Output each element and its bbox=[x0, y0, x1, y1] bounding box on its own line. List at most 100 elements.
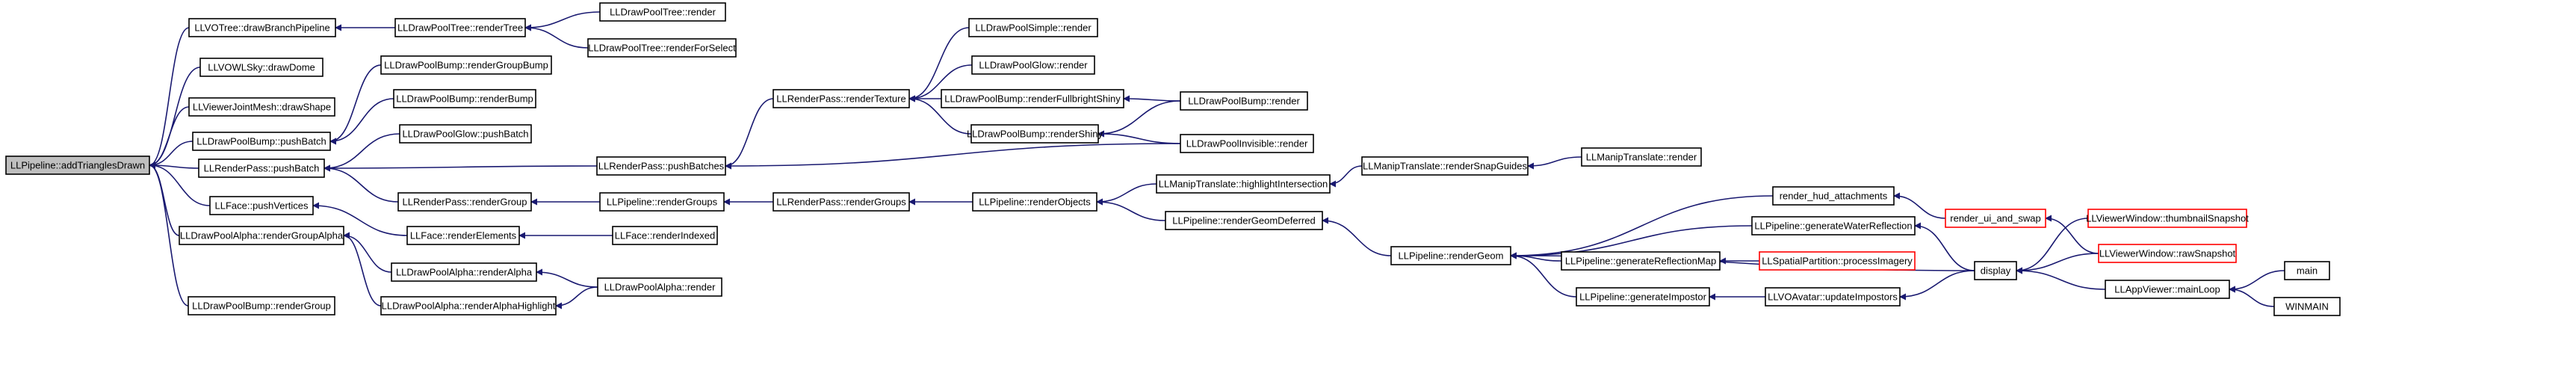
node-llspatialpartition_processimagery[interactable]: LLSpatialPartition::processImagery bbox=[1759, 251, 1916, 271]
node-lldrawpoolsimple_render[interactable]: LLDrawPoolSimple::render bbox=[968, 18, 1098, 37]
node-box[interactable] bbox=[596, 156, 726, 176]
node-box[interactable] bbox=[1772, 186, 1895, 206]
node-box[interactable] bbox=[1390, 246, 1511, 265]
node-box[interactable] bbox=[199, 58, 323, 77]
node-lldrawpoolglow_pushbatch[interactable]: LLDrawPoolGlow::pushBatch bbox=[399, 124, 532, 144]
node-box[interactable] bbox=[1581, 147, 1702, 167]
node-lldrawpoolbump_pushbatch[interactable]: LLDrawPoolBump::pushBatch bbox=[192, 132, 331, 151]
node-llpipeline_rendergeomdeferred[interactable]: LLPipeline::renderGeomDeferred bbox=[1165, 211, 1323, 230]
node-box[interactable] bbox=[587, 38, 737, 58]
node-box[interactable] bbox=[773, 192, 910, 212]
node-box[interactable] bbox=[1576, 287, 1710, 307]
node-llrenderpass_rendergroups[interactable]: LLRenderPass::renderGroups bbox=[773, 192, 910, 212]
node-box[interactable] bbox=[599, 192, 725, 212]
node-llviewerwindow_thumbnailsnapshot[interactable]: LLViewerWindow::thumbnailSnapshot bbox=[2086, 209, 2249, 228]
node-box[interactable] bbox=[406, 226, 520, 245]
node-llvotree_drawbranch[interactable]: LLVOTree::drawBranchPipeline bbox=[188, 18, 336, 37]
node-lldrawpoolalpha_renderalpha[interactable]: LLDrawPoolAlpha::renderAlpha bbox=[391, 262, 537, 282]
node-display[interactable]: display bbox=[1974, 261, 2017, 280]
node-llrenderpass_rendergroup[interactable]: LLRenderPass::renderGroup bbox=[397, 192, 532, 212]
node-box[interactable] bbox=[2105, 280, 2230, 299]
node-box[interactable] bbox=[1974, 261, 2017, 280]
node-llrenderpass_rendertexture[interactable]: LLRenderPass::renderTexture bbox=[773, 89, 910, 108]
node-llmaniptranslate_highlightintersection[interactable]: LLManipTranslate::highlightIntersection bbox=[1156, 174, 1331, 194]
node-llface_renderelements[interactable]: LLFace::renderElements bbox=[406, 226, 520, 245]
node-box[interactable] bbox=[2087, 209, 2247, 228]
node-box[interactable] bbox=[397, 192, 532, 212]
node-llmaniptranslate_rendersnapguides[interactable]: LLManipTranslate::renderSnapGuides bbox=[1361, 156, 1529, 176]
node-box[interactable] bbox=[1751, 216, 1916, 235]
node-llpipeline_rendergroups[interactable]: LLPipeline::renderGroups bbox=[599, 192, 725, 212]
node-box[interactable] bbox=[5, 155, 150, 175]
node-box[interactable] bbox=[599, 2, 726, 22]
node-lldrawpooltree_render[interactable]: LLDrawPoolTree::render bbox=[599, 2, 726, 22]
node-llface_renderindexed[interactable]: LLFace::renderIndexed bbox=[612, 226, 718, 245]
node-llvowlsky_drawdome[interactable]: LLVOWLSky::drawDome bbox=[199, 58, 323, 77]
node-box[interactable] bbox=[380, 296, 557, 315]
node-lldrawpoolinvisible_render[interactable]: LLDrawPoolInvisible::render bbox=[1180, 134, 1314, 153]
node-lldrawpoolalpha_rendergroupalpha[interactable]: LLDrawPoolAlpha::renderGroupAlpha bbox=[179, 226, 344, 245]
node-box[interactable] bbox=[380, 55, 552, 75]
node-box[interactable] bbox=[1765, 287, 1901, 307]
node-llrenderpass_pushbatch[interactable]: LLRenderPass::pushBatch bbox=[198, 158, 325, 178]
node-box[interactable] bbox=[1759, 251, 1916, 271]
node-box[interactable] bbox=[192, 132, 331, 151]
node-lldrawpoolbump_renderbump[interactable]: LLDrawPoolBump::renderBump bbox=[393, 89, 536, 108]
node-lldrawpoolbump_renderfullbrightshiny[interactable]: LLDrawPoolBump::renderFullbrightShiny bbox=[941, 89, 1124, 108]
node-box[interactable] bbox=[941, 89, 1124, 108]
node-llpipeline_rendergeom[interactable]: LLPipeline::renderGeom bbox=[1390, 246, 1511, 265]
node-lldrawpoolbump_rendergroup[interactable]: LLDrawPoolBump::renderGroup bbox=[188, 296, 335, 315]
node-box[interactable] bbox=[1561, 251, 1721, 271]
node-box[interactable] bbox=[188, 97, 335, 117]
node-lldrawpoolbump_rendershiny[interactable]: LLDrawPoolBump::renderShiny bbox=[967, 124, 1103, 144]
node-llpipeline_generateimpostor[interactable]: LLPipeline::generateImpostor bbox=[1576, 287, 1710, 307]
node-box[interactable] bbox=[391, 262, 537, 282]
node-box[interactable] bbox=[179, 226, 344, 245]
node-box[interactable] bbox=[773, 89, 910, 108]
node-box[interactable] bbox=[1180, 134, 1314, 153]
node-llmaniptranslate_render[interactable]: LLManipTranslate::render bbox=[1581, 147, 1702, 167]
node-render_ui_and_swap[interactable]: render_ui_and_swap bbox=[1945, 209, 2046, 228]
node-box[interactable] bbox=[1361, 156, 1529, 176]
node-box[interactable] bbox=[188, 296, 335, 315]
node-box[interactable] bbox=[612, 226, 718, 245]
node-lldrawpoolbump_render[interactable]: LLDrawPoolBump::render bbox=[1180, 91, 1308, 111]
node-lldrawpooltree_rendertree[interactable]: LLDrawPoolTree::renderTree bbox=[394, 18, 526, 37]
node-box[interactable] bbox=[2273, 297, 2341, 316]
node-box[interactable] bbox=[1165, 211, 1323, 230]
node-lldrawpoolalpha_render[interactable]: LLDrawPoolAlpha::render bbox=[597, 277, 722, 297]
node-llpipeline_renderobjects[interactable]: LLPipeline::renderObjects bbox=[972, 192, 1097, 212]
node-box[interactable] bbox=[394, 18, 526, 37]
node-root[interactable]: LLPipeline::addTrianglesDrawn bbox=[5, 155, 150, 175]
node-box[interactable] bbox=[597, 277, 722, 297]
node-lldrawpoolglow_render[interactable]: LLDrawPoolGlow::render bbox=[971, 55, 1095, 75]
node-llvoavatar_updateimpostors[interactable]: LLVOAvatar::updateImpostors bbox=[1765, 287, 1901, 307]
node-llviewerjointmesh_drawshape[interactable]: LLViewerJointMesh::drawShape bbox=[188, 97, 335, 117]
node-llviewerwindow_rawsnapshot[interactable]: LLViewerWindow::rawSnapshot bbox=[2098, 244, 2237, 263]
node-winmain[interactable]: WINMAIN bbox=[2273, 297, 2341, 316]
node-box[interactable] bbox=[198, 158, 325, 178]
node-box[interactable] bbox=[188, 18, 336, 37]
node-box[interactable] bbox=[399, 124, 532, 144]
node-box[interactable] bbox=[971, 55, 1095, 75]
node-main[interactable]: main bbox=[2284, 261, 2330, 280]
node-box[interactable] bbox=[209, 196, 314, 215]
node-box[interactable] bbox=[970, 124, 1099, 144]
node-box[interactable] bbox=[393, 89, 536, 108]
node-box[interactable] bbox=[2098, 244, 2237, 263]
node-llrenderpass_pushbatches[interactable]: LLRenderPass::pushBatches bbox=[596, 156, 726, 176]
node-llpipeline_generatewaterreflection[interactable]: LLPipeline::generateWaterReflection bbox=[1751, 216, 1916, 235]
node-lldrawpoolbump_rendergroupbump[interactable]: LLDrawPoolBump::renderGroupBump bbox=[380, 55, 552, 75]
node-llface_pushvertices[interactable]: LLFace::pushVertices bbox=[209, 196, 314, 215]
node-lldrawpoolalpha_renderalphahighlight[interactable]: LLDrawPoolAlpha::renderAlphaHighlight bbox=[380, 296, 557, 315]
node-llpipeline_generatereflectionmap[interactable]: LLPipeline::generateReflectionMap bbox=[1561, 251, 1721, 271]
node-lldrawpooltree_renderforselect[interactable]: LLDrawPoolTree::renderForSelect bbox=[587, 38, 737, 58]
node-box[interactable] bbox=[1156, 174, 1331, 194]
node-render_hud_attachments[interactable]: render_hud_attachments bbox=[1772, 186, 1895, 206]
node-box[interactable] bbox=[1945, 209, 2046, 228]
node-box[interactable] bbox=[972, 192, 1097, 212]
node-box[interactable] bbox=[968, 18, 1098, 37]
node-box[interactable] bbox=[1180, 91, 1308, 111]
node-box[interactable] bbox=[2284, 261, 2330, 280]
node-llappviewer_mainloop[interactable]: LLAppViewer::mainLoop bbox=[2105, 280, 2230, 299]
